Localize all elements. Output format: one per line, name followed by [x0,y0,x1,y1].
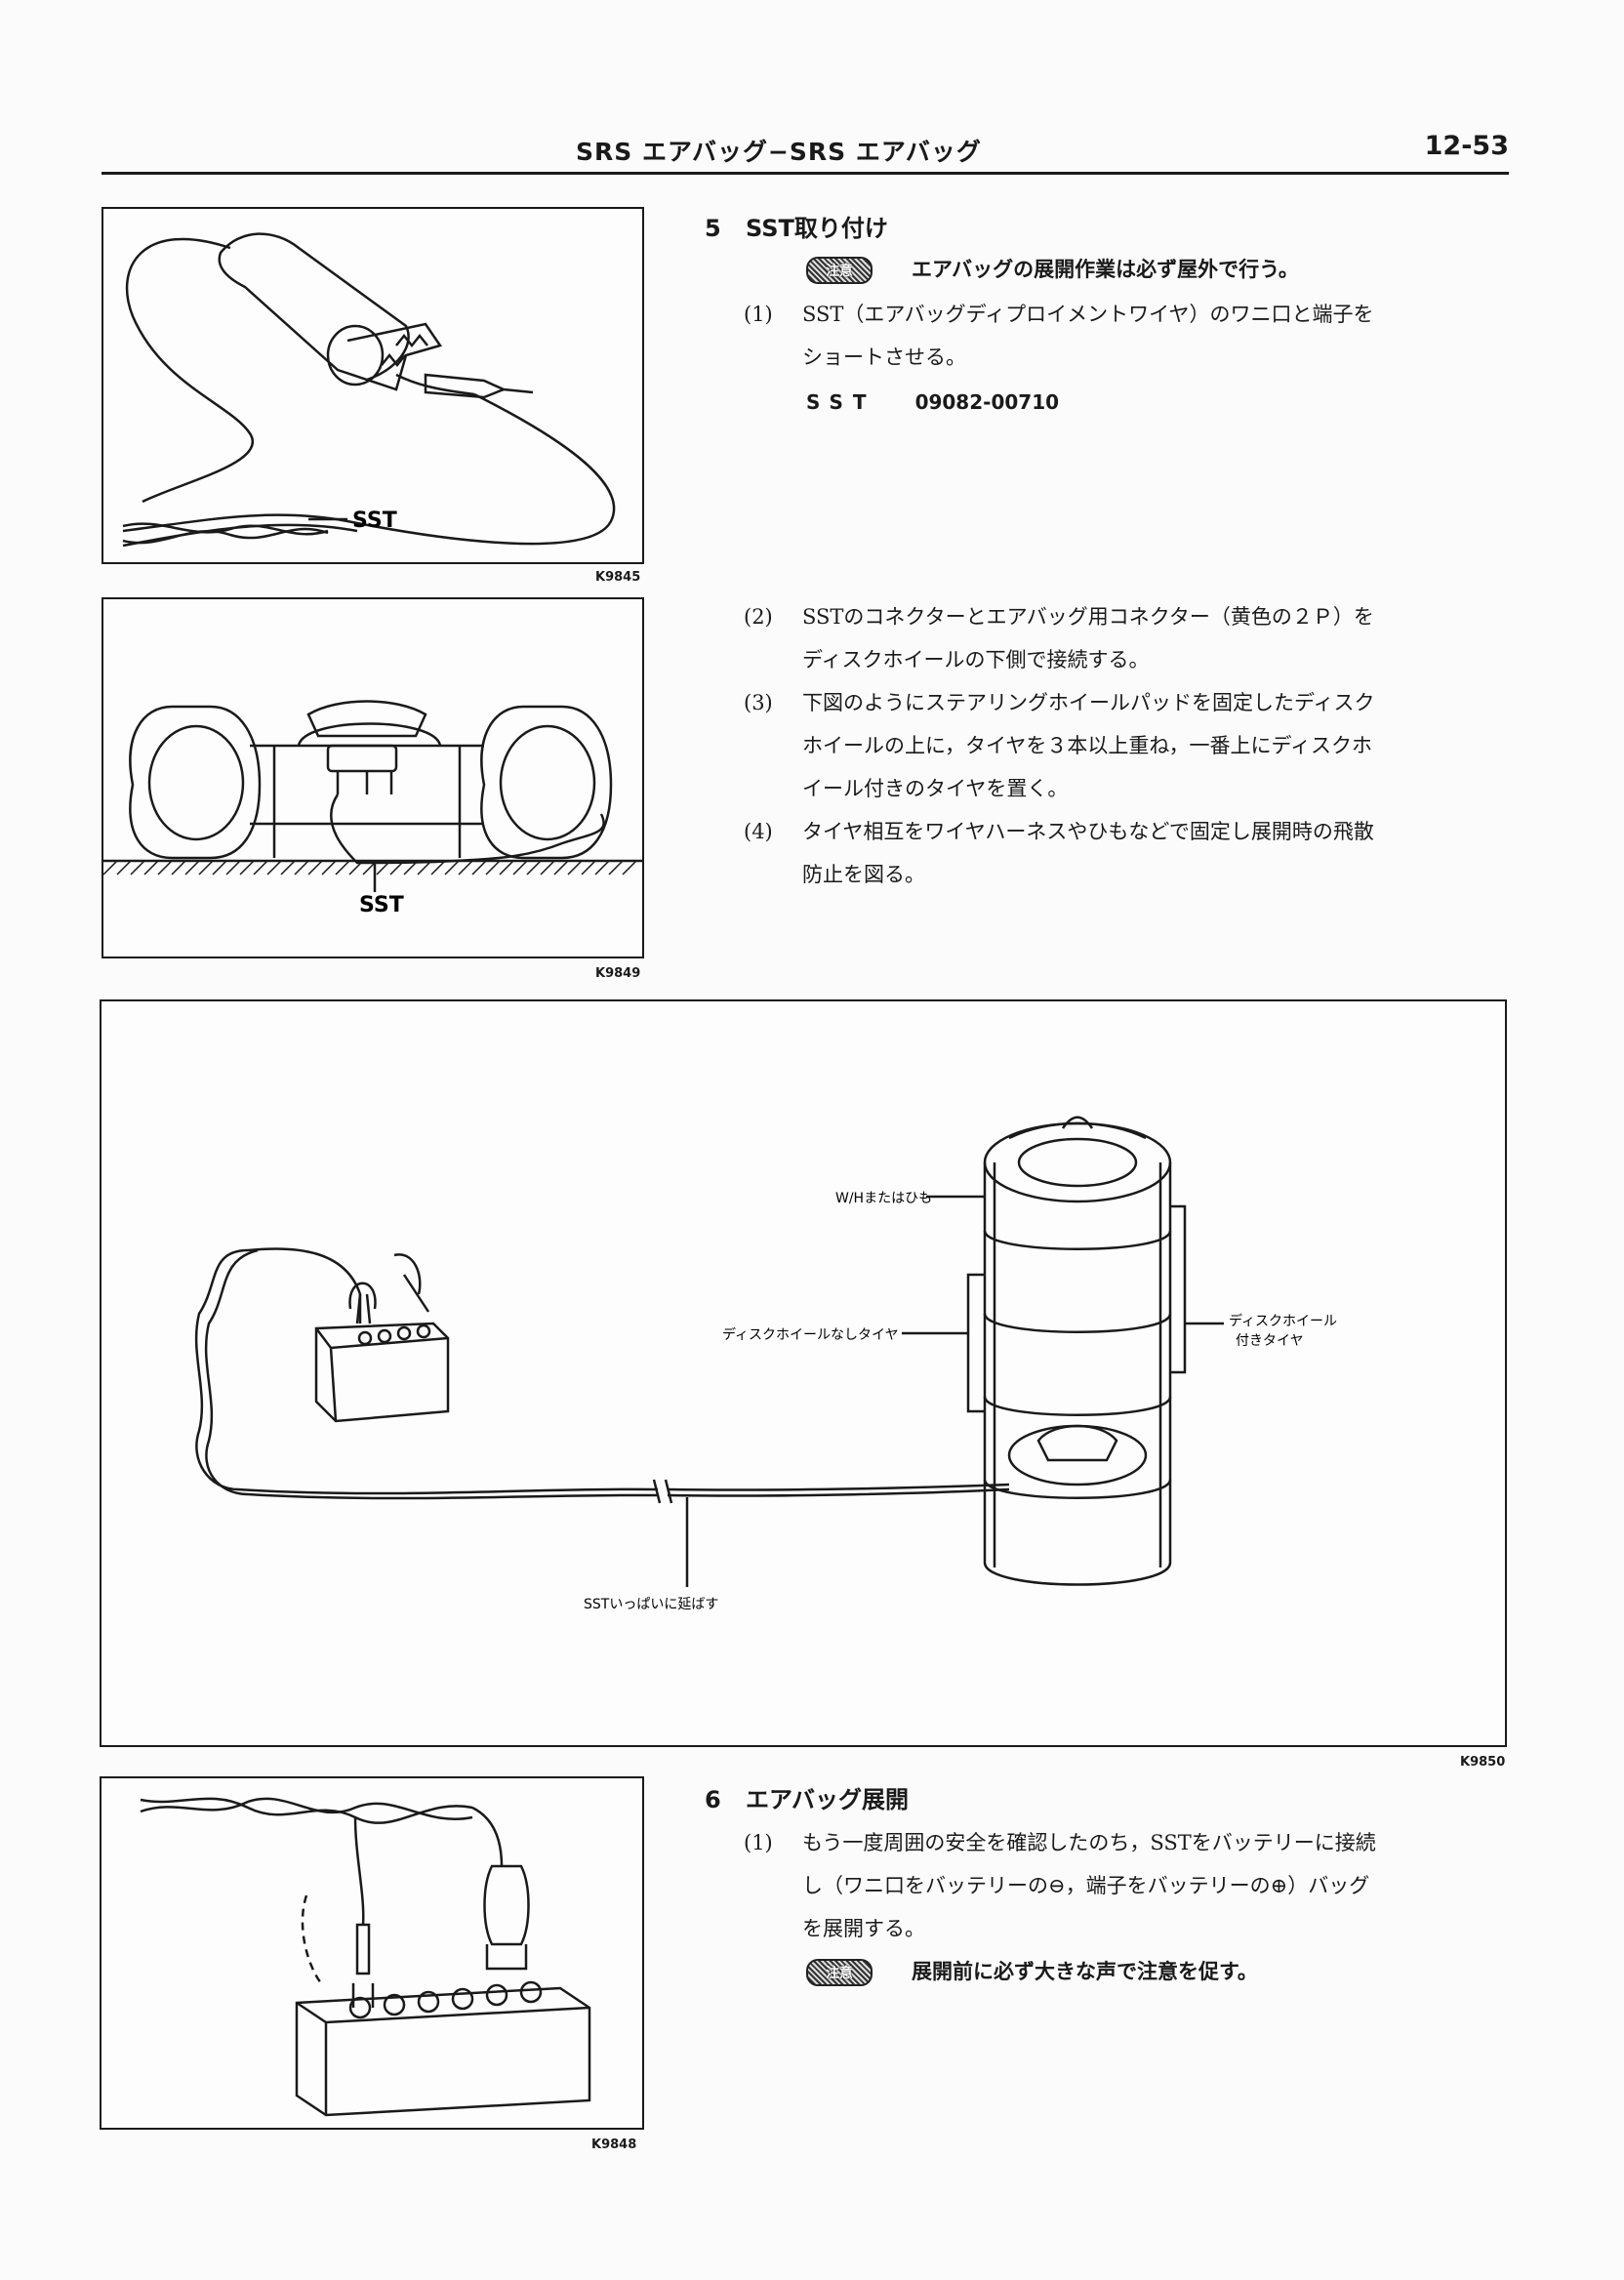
step-line: を展開する。 [802,1917,925,1940]
figure-sst-clip: SST [102,207,644,564]
step-line: ショートさせる。 [802,346,966,369]
deployment-setup-illustration: W/Hまたはひも ディスクホイールなしタイヤ ディスクホイール 付きタイヤ SS… [194,1116,1337,1612]
figure-battery-connection [100,1776,644,2130]
label-sst-extend: SSTいっぱいに延ばす [584,1597,718,1612]
caution-badge: 注意 [806,1959,873,1986]
wheel-sst-illustration: SST [102,700,642,917]
step-line: ホイールの上に，タイヤを３本以上重ね，一番上にディスクホ [802,734,1373,757]
step-line: SST（エアバッグディプロイメントワイヤ）のワニ口と端子を [802,303,1374,326]
step-number: (1) [744,1831,773,1854]
step-line: イール付きのタイヤを置く。 [802,777,1069,800]
step-5-4: (4) タイヤ相互をワイヤハーネスやひもなどで固定し展開時の飛散 防止を図る。 [744,810,1505,898]
figure-deployment-setup: W/Hまたはひも ディスクホイールなしタイヤ ディスクホイール 付きタイヤ SS… [100,999,1507,1747]
label-wh-or-string: W/Hまたはひも [835,1191,932,1206]
figure-code-k9850: K9850 [1460,1755,1506,1770]
step-5-3: (3) 下図のようにステアリングホイールパッドを固定したディスク ホイールの上に… [744,681,1505,810]
step-number: (1) [744,303,773,326]
section5-title: 5 SST取り付け [705,209,888,243]
step-line: 防止を図る。 [802,863,925,886]
step-line: SSTのコネクターとエアバッグ用コネクター（黄色の２Ｐ）を [802,605,1374,629]
step-number: (2) [744,605,773,629]
sst-label: SST [352,509,397,533]
page-number: 12-53 [1424,131,1509,161]
step-line: し（ワニ口をバッテリーの⊖，端子をバッテリーの⊕）バッグ [802,1874,1370,1897]
header-title: SRS エアバッグ−SRS エアバッグ [576,138,982,166]
caution-text: エアバッグの展開作業は必ず屋外で行う。 [912,258,1299,281]
step-number: (4) [744,820,773,843]
section5-number: 5 [705,215,721,242]
section6-title: 6 エアバッグ展開 [705,1780,909,1814]
label-tire-with-disc-2: 付きタイヤ [1236,1333,1304,1349]
step-line: タイヤ相互をワイヤハーネスやひもなどで固定し展開時の飛散 [802,820,1374,843]
section5-title-text: SST取り付け [746,215,888,242]
sst-part-number-row: SST 09082-00710 [806,390,1059,414]
sst-number: 09082-00710 [914,390,1060,414]
step-line: 下図のようにステアリングホイールパッドを固定したディスク [802,691,1375,714]
step-line: ディスクホイールの下側で接続する。 [802,648,1150,672]
section5-caution: 注意 エアバッグの展開作業は必ず屋外で行う。 [806,254,1299,284]
step-6-1: (1) もう一度周囲の安全を確認したのち，SSTをバッテリーに接続 し（ワニ口を… [744,1821,1505,1950]
section6-title-text: エアバッグ展開 [746,1786,910,1813]
header-rule [102,172,1509,175]
figure-code-k9848: K9848 [591,2138,637,2152]
figure-code-k9849: K9849 [595,966,641,981]
section6-caution: 注意 展開前に必ず大きな声で注意を促す。 [806,1956,1258,1986]
battery-connection-illustration [140,1797,591,2117]
sst-label: SST [359,893,404,917]
figure-wheel-sst: SST [102,597,644,958]
step-number: (3) [744,691,773,714]
caution-text: 展開前に必ず大きな声で注意を促す。 [912,1960,1258,1983]
caution-badge: 注意 [806,257,873,284]
label-tire-no-disc: ディスクホイールなしタイヤ [722,1326,899,1343]
step-5-2: (2) SSTのコネクターとエアバッグ用コネクター（黄色の２Ｐ）を ディスクホイ… [744,595,1505,683]
section6-number: 6 [705,1786,721,1813]
step-5-1: (1) SST（エアバッグディプロイメントワイヤ）のワニ口と端子を ショートさせ… [744,293,1505,390]
step-line: もう一度周囲の安全を確認したのち，SSTをバッテリーに接続 [802,1831,1376,1854]
figure-code-k9845: K9845 [595,570,641,585]
sst-clip-illustration: SST [122,232,616,548]
label-tire-with-disc-1: ディスクホイール [1229,1313,1337,1329]
sst-label: SST [806,390,876,414]
